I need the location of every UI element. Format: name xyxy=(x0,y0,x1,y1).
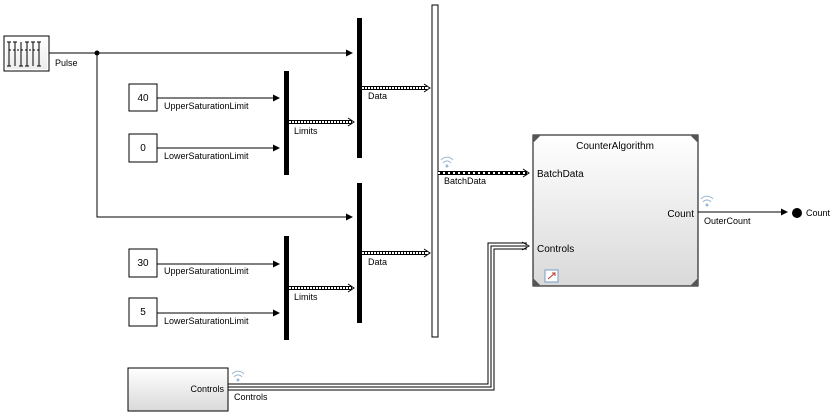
limits-bus-line-2[interactable] xyxy=(289,283,355,293)
controls-input-port-label: Controls xyxy=(537,244,574,255)
vector-concatenate-block[interactable] xyxy=(431,4,439,338)
lower-limit-signal-label-1: LowerSaturationLimit xyxy=(164,151,249,161)
bus-creator-data-2[interactable] xyxy=(357,183,362,323)
count-output-port-label: Count xyxy=(667,209,694,220)
wifi-icon xyxy=(231,370,245,382)
lower-limit-signal-label-2: LowerSaturationLimit xyxy=(164,316,249,326)
constant-block-upper-2[interactable]: 30 xyxy=(128,248,158,278)
branch-point xyxy=(94,50,100,56)
wifi-icon xyxy=(440,156,454,168)
data-signal-label-2: Data xyxy=(368,257,387,267)
constant-value: 40 xyxy=(137,93,149,104)
data-bus-line-2[interactable] xyxy=(362,248,431,258)
count-outport-label: Count xyxy=(806,208,831,218)
upper-limit-signal-label-1: UpperSaturationLimit xyxy=(164,101,249,111)
bus-creator-limits-2[interactable] xyxy=(284,236,289,340)
counter-algorithm-title: CounterAlgorithm xyxy=(576,141,654,152)
bus-creator-limits-1[interactable] xyxy=(284,71,289,175)
outercount-signal-label: OuterCount xyxy=(704,216,751,226)
constant-block-lower-2[interactable]: 5 xyxy=(128,297,158,327)
limits-bus-line-1[interactable] xyxy=(289,117,355,127)
wifi-icon xyxy=(700,195,714,207)
counter-algorithm-block[interactable]: CounterAlgorithm BatchData Controls Coun… xyxy=(532,134,699,287)
controls-port-label: Controls xyxy=(190,384,224,394)
pulse-icon xyxy=(7,41,41,67)
batchdata-input-port-label: BatchData xyxy=(537,169,584,180)
data-bus-line-1[interactable] xyxy=(362,83,431,93)
data-signal-label-1: Data xyxy=(368,91,387,101)
controls-subsystem-block[interactable]: Controls xyxy=(127,367,229,412)
batchdata-signal-line[interactable] xyxy=(438,168,530,178)
bus-creator-data-1[interactable] xyxy=(357,18,362,158)
constant-value: 30 xyxy=(137,258,149,269)
controls-signal-label: Controls xyxy=(234,392,268,402)
limits-signal-label-2: Limits xyxy=(294,292,318,302)
constant-value: 0 xyxy=(140,143,146,154)
constant-value: 5 xyxy=(140,307,146,318)
model-reference-icon xyxy=(544,269,559,283)
pulse-generator-block[interactable] xyxy=(3,35,50,72)
constant-block-lower-1[interactable]: 0 xyxy=(128,133,158,163)
pulse-signal-label: Pulse xyxy=(55,58,78,68)
limits-signal-label-1: Limits xyxy=(294,126,318,136)
batchdata-signal-label: BatchData xyxy=(444,176,486,186)
count-outport[interactable] xyxy=(792,208,802,218)
controls-signal-line[interactable] xyxy=(228,241,531,391)
upper-limit-signal-label-2: UpperSaturationLimit xyxy=(164,266,249,276)
constant-block-upper-1[interactable]: 40 xyxy=(128,83,158,112)
